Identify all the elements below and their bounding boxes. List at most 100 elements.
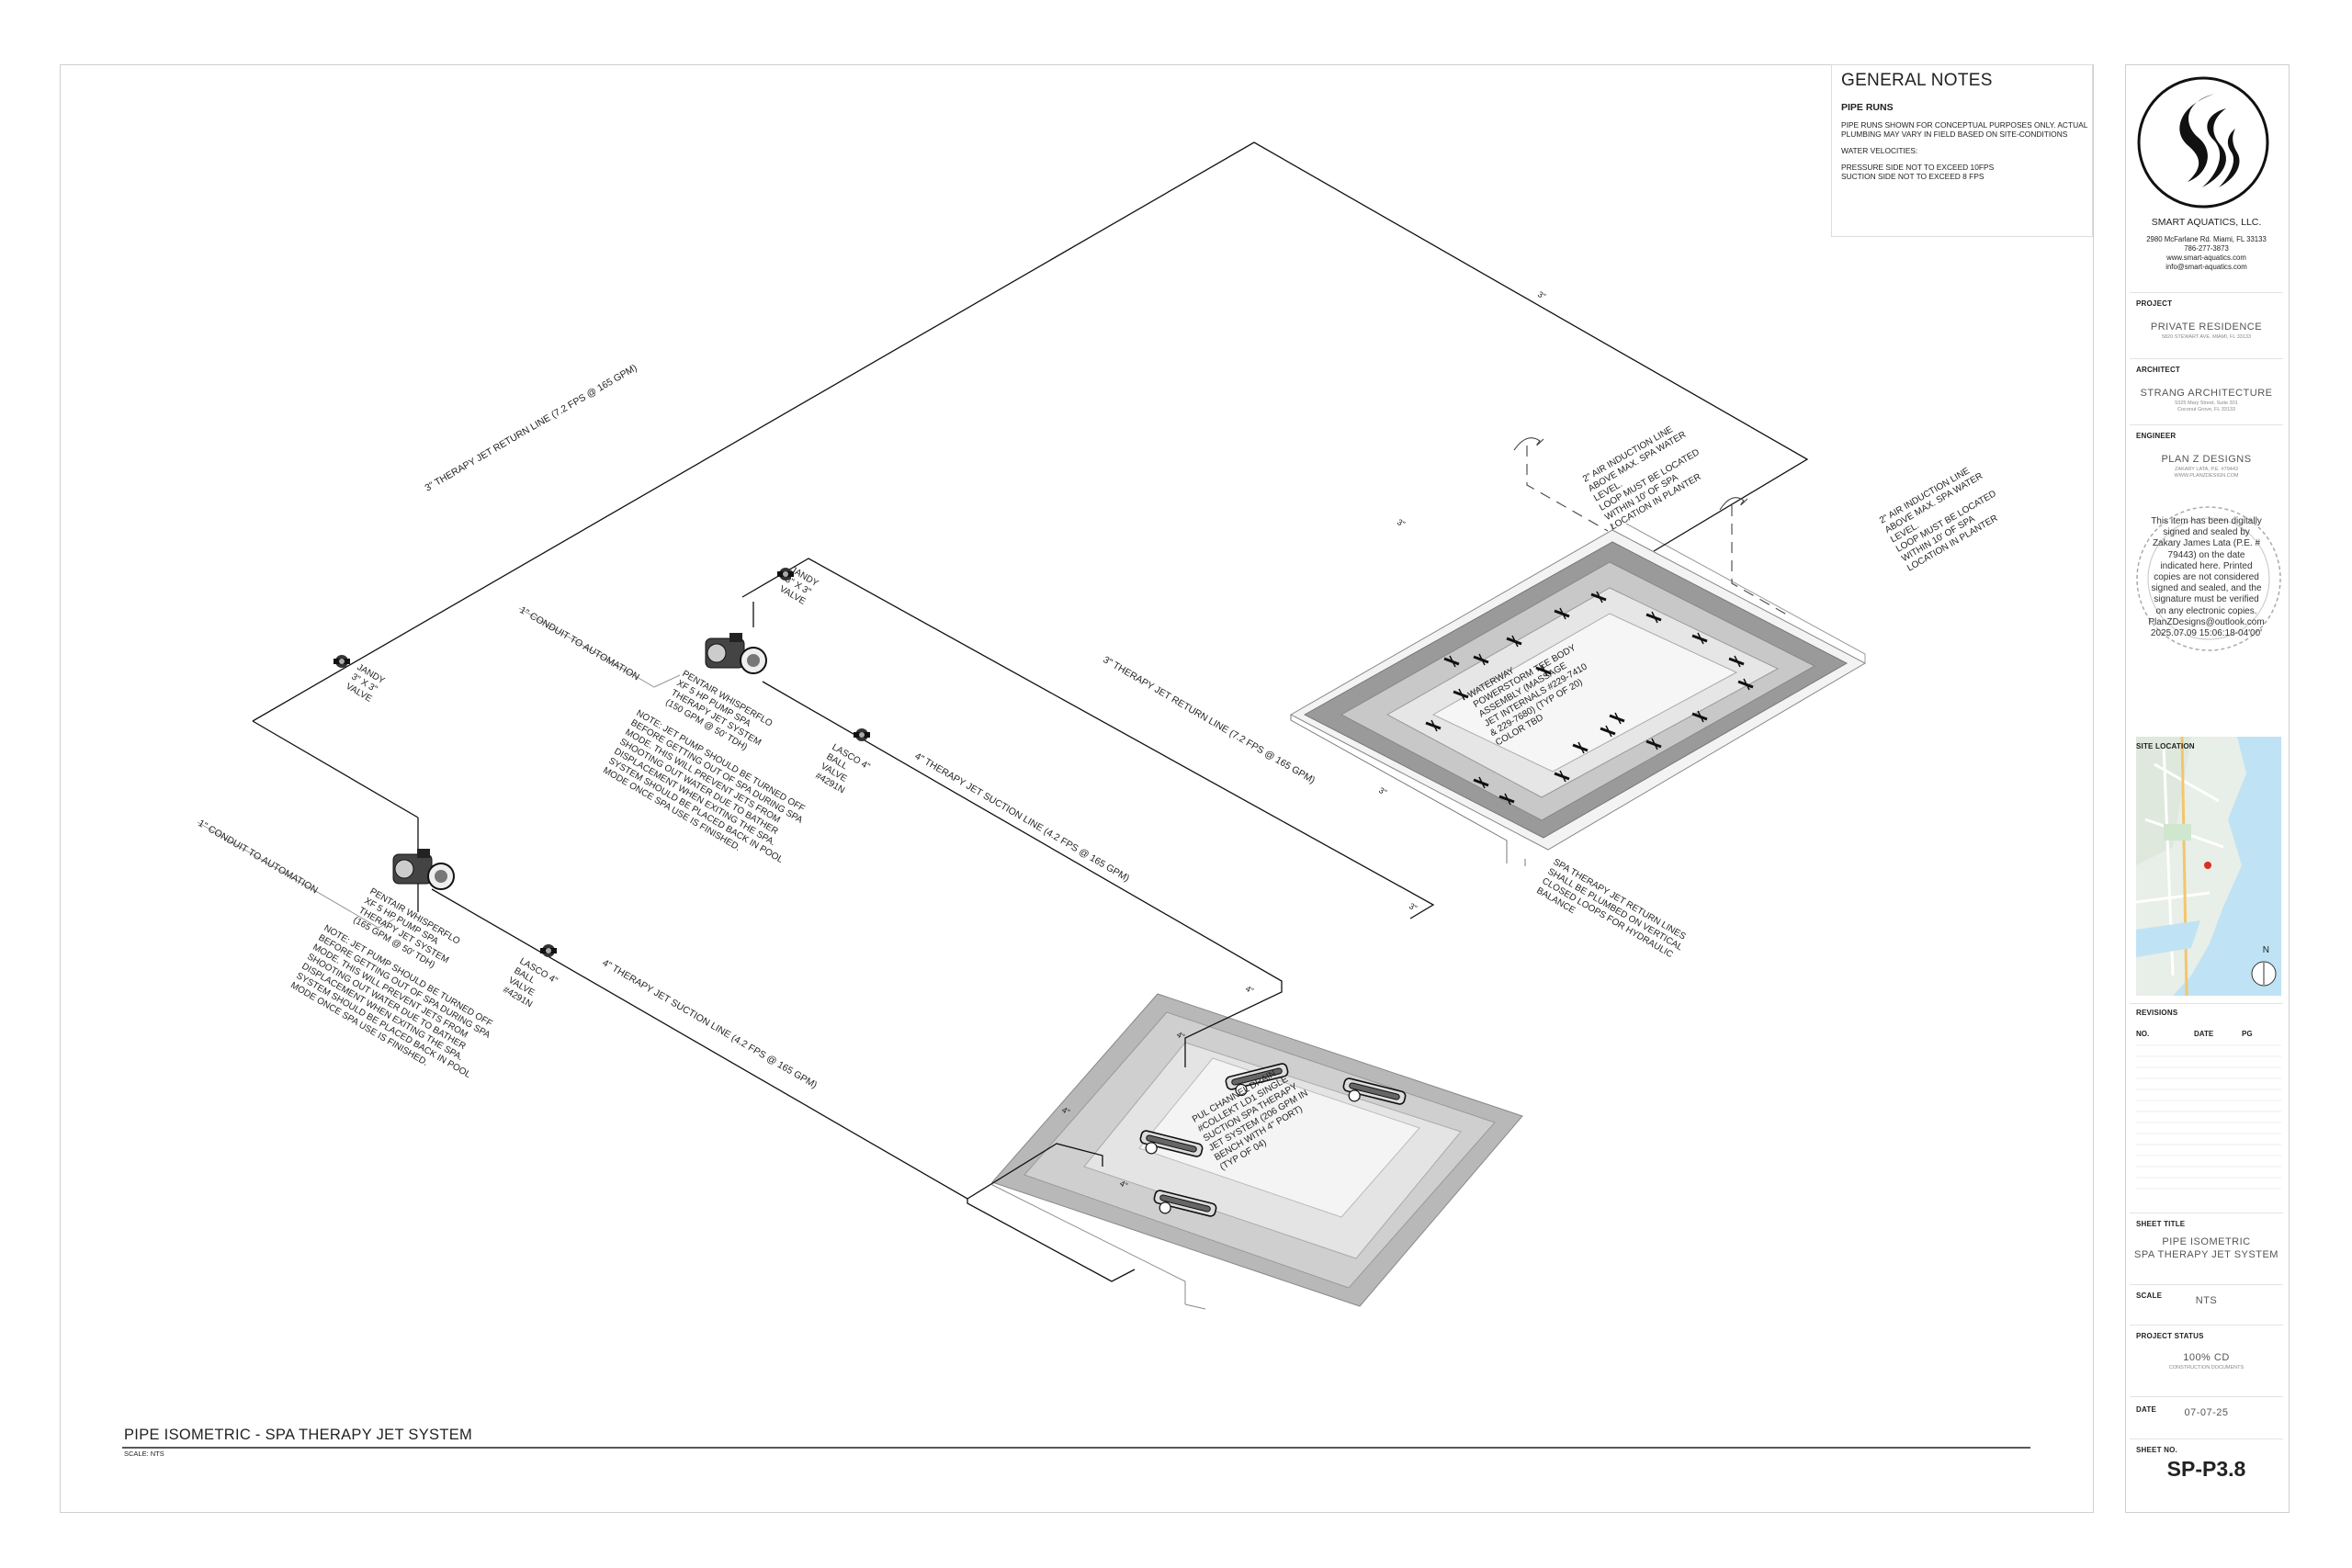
pump-upper (705, 633, 767, 674)
pipe-size-tag: 3" (1377, 785, 1388, 797)
project-status-label: PROJECT STATUS (2136, 1332, 2204, 1340)
north-arrow-icon (2251, 961, 2277, 987)
company-address: 2980 McFarlane Rd. Miami, FL 33133 (2146, 235, 2267, 243)
divider (2130, 292, 2283, 293)
engineer-name: PLAN Z DESIGNS (2161, 454, 2252, 465)
engineer-label: ENGINEER (2136, 432, 2177, 440)
label-return-line-upper: 3" THERAPY JET RETURN LINE (7.2 FPS @ 16… (423, 362, 639, 493)
engineer-website: WWW.PLANZDESIGN.COM (2174, 473, 2239, 479)
seal-line: copies are not considered (2154, 572, 2259, 583)
drawing-frame (60, 64, 2094, 1513)
architect-address: 5325 Mary Street, Suite 301 (2175, 400, 2238, 406)
return-line-pipe (252, 141, 1809, 919)
date-value: 07-07-25 (2184, 1407, 2229, 1418)
pipe-size-tag: 3" (1536, 289, 1547, 301)
site-location-map[interactable]: N (2136, 737, 2281, 996)
seal-text: This item has been digitally signed and … (2134, 516, 2278, 639)
seal-line: signed and sealed by (2163, 527, 2250, 538)
architect-name: STRANG ARCHITECTURE (2140, 388, 2273, 399)
seal-line: Zakary James Lata (P.E. # (2152, 538, 2261, 549)
engineer-license: ZAKARY LATA, P.E. #79443 (2175, 467, 2238, 472)
divider (2130, 1284, 2283, 1285)
lasco-valve-upper (854, 728, 870, 741)
revision-col-date: DATE (2194, 1030, 2214, 1038)
pipe-size-tag: 4" (1244, 984, 1255, 996)
seal-line: on any electronic copies. (2155, 605, 2257, 616)
air-loops (1513, 437, 1748, 511)
drawing-scale: SCALE: NTS (124, 1450, 164, 1458)
divider (2130, 358, 2283, 359)
company-website[interactable]: www.smart-aquatics.com (2166, 254, 2246, 262)
seal-line: signature must be verified (2154, 594, 2259, 605)
suction-line-pipe (431, 681, 1283, 1282)
revision-col-pg: PG (2242, 1030, 2253, 1038)
company-phone: 786-277-3873 (2184, 244, 2229, 253)
architect-label: ARCHITECT (2136, 366, 2181, 374)
map-graphic (2136, 737, 2246, 996)
label-suction-line-lower: 4" THERAPY JET SUCTION LINE (4.2 FPS @ 1… (600, 957, 819, 1090)
general-notes: GENERAL NOTES PIPE RUNS PIPE RUNS SHOWN … (1831, 64, 2093, 237)
project-status-sub: CONSTRUCTION DOCUMENTS (2168, 1365, 2245, 1371)
seal-line: This item has been digitally (2151, 516, 2262, 526)
project-name: PRIVATE RESIDENCE (2150, 321, 2263, 333)
divider (2130, 424, 2283, 425)
divider (2130, 1396, 2283, 1397)
pipe-size-tag: 3" (1396, 517, 1407, 529)
site-location-label: SITE LOCATION (2136, 742, 2195, 750)
upper-spa-basin (1289, 523, 1867, 866)
label-conduit-upper: 1" CONDUIT TO AUTOMATION (517, 604, 640, 682)
seal-line: indicated here. Printed (2160, 560, 2253, 571)
lasco-valve-lower (540, 944, 557, 957)
general-notes-section: PIPE RUNS (1841, 102, 1894, 113)
drawing-title: PIPE ISOMETRIC - SPA THERAPY JET SYSTEM (124, 1427, 473, 1443)
seal-line: 79443) on the date (2167, 549, 2245, 560)
project-address: 5820 STEWART AVE. MIAMI, FL 33133 (2161, 334, 2252, 340)
revisions-label: REVISIONS (2136, 1009, 2178, 1017)
scale-label: SCALE (2136, 1292, 2163, 1300)
sheet-title-label: SHEET TITLE (2136, 1220, 2186, 1228)
note-line: WATER VELOCITIES: (1841, 146, 1918, 155)
seal-line: 2025.07.09 15:06:18-04'00' (2150, 628, 2263, 639)
label-suction-line-upper: 4" THERAPY JET SUCTION LINE (4.2 FPS @ 1… (912, 750, 1131, 884)
sheet-no-label: SHEET NO. (2136, 1446, 2177, 1454)
engineer-seal (2136, 506, 2281, 651)
note-line: PIPE RUNS SHOWN FOR CONCEPTUAL PURPOSES … (1841, 120, 2088, 130)
general-notes-title: GENERAL NOTES (1841, 71, 1993, 90)
architect-city: Coconut Grove, FL 33133 (2177, 407, 2236, 412)
note-line: PLUMBING MAY VARY IN FIELD BASED ON SITE… (1841, 130, 2068, 139)
air-induction-lines (1526, 446, 1792, 618)
pipe-size-tag: 3" (1408, 901, 1419, 913)
date-label: DATE (2136, 1405, 2156, 1414)
revision-col-no: NO. (2136, 1030, 2150, 1038)
conduit-leader-upper (518, 607, 681, 688)
pump-lower (392, 849, 455, 890)
company-name: SMART AQUATICS, LLC. (2151, 217, 2262, 228)
divider (2130, 1438, 2283, 1439)
conduit-leader-lower (197, 821, 396, 929)
label-return-line-lower: 3" THERAPY JET RETURN LINE (7.2 FPS @ 16… (1101, 654, 1317, 786)
north-label: N (2262, 945, 2269, 955)
sheet-number: SP-P3.8 (2166, 1457, 2246, 1481)
company-email[interactable]: info@smart-aquatics.com (2165, 263, 2247, 271)
scale-value: NTS (2195, 1295, 2218, 1306)
lower-spa-basin (991, 993, 1523, 1310)
sheet-title-line1: PIPE ISOMETRIC (2162, 1236, 2251, 1247)
note-line: SUCTION SIDE NOT TO EXCEED 8 FPS (1841, 172, 1984, 181)
project-status: 100% CD (2183, 1352, 2230, 1363)
revision-rows (2136, 1044, 2281, 1190)
company-logo (2137, 76, 2269, 209)
sheet-title-line2: SPA THERAPY JET SYSTEM (2134, 1249, 2278, 1260)
divider (2130, 1003, 2283, 1004)
label-pump-note-upper: NOTE: JET PUMP SHOULD BE TURNED OFFBEFOR… (601, 708, 806, 865)
seal-line: PlanZDesigns@outlook.com (2148, 616, 2265, 627)
project-label: PROJECT (2136, 299, 2173, 308)
note-line: PRESSURE SIDE NOT TO EXCEED 10FPS (1841, 163, 1995, 172)
label-conduit-lower: 1" CONDUIT TO AUTOMATION (196, 818, 319, 896)
title-block (2125, 64, 2290, 1513)
